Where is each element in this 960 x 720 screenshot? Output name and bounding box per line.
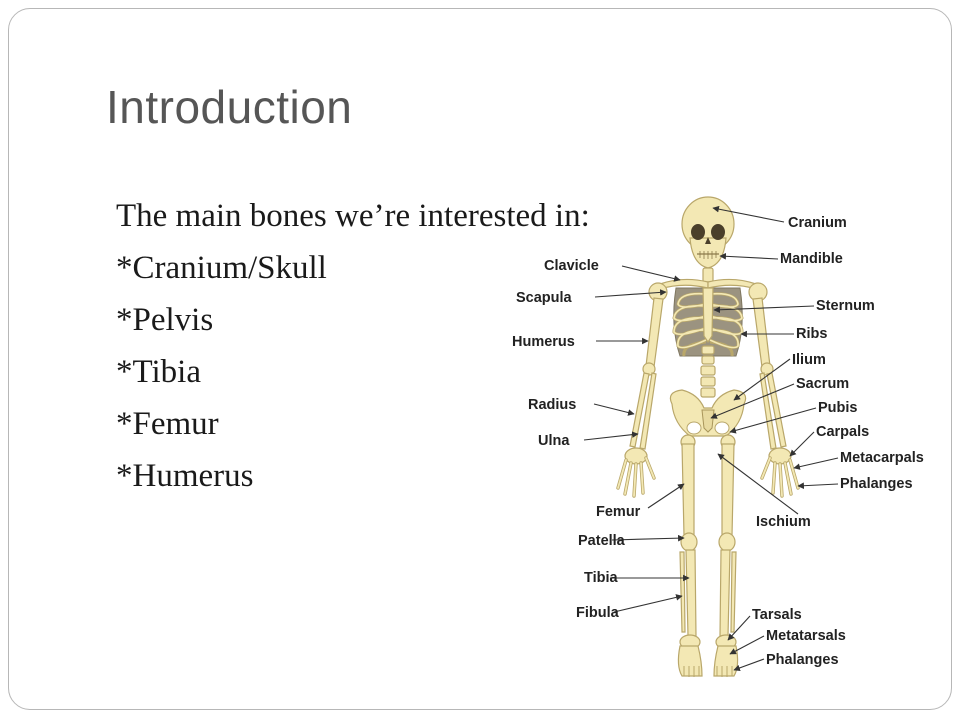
label-ribs: Ribs (796, 326, 827, 342)
bullet-pelvis: *Pelvis (116, 302, 214, 338)
image-edge (952, 200, 960, 678)
label-phalanges-hand: Phalanges (840, 476, 913, 492)
label-ilium: Ilium (792, 352, 826, 368)
label-femur: Femur (596, 504, 641, 520)
label-clavicle: Clavicle (544, 258, 599, 274)
skeleton-illustration (616, 196, 800, 677)
bullet-cranium: *Cranium/Skull (116, 250, 327, 286)
label-patella: Patella (578, 533, 626, 549)
label-fibula: Fibula (576, 605, 620, 621)
label-mandible: Mandible (780, 251, 843, 267)
label-tarsals: Tarsals (752, 607, 802, 623)
label-metacarpals: Metacarpals (840, 450, 924, 466)
label-sacrum: Sacrum (796, 376, 849, 392)
slide-title: Introduction (106, 81, 353, 133)
bullet-femur: *Femur (116, 406, 219, 442)
intro-line: The main bones we’re interested in: (116, 198, 590, 234)
label-carpals: Carpals (816, 424, 869, 440)
label-sternum: Sternum (816, 298, 875, 314)
label-radius: Radius (528, 397, 576, 413)
label-phalanges-foot: Phalanges (766, 652, 839, 668)
label-cranium: Cranium (788, 215, 847, 231)
label-pubis: Pubis (818, 400, 857, 416)
bone-labels: Cranium Mandible Clavicle Scapula Sternu… (512, 215, 924, 668)
label-ischium: Ischium (756, 514, 811, 530)
bullet-humerus: *Humerus (116, 458, 254, 494)
skeleton-diagram: Cranium Mandible Clavicle Scapula Sternu… (498, 196, 960, 686)
slide-frame (8, 8, 952, 710)
slide-body: The main bones we’re interested in: *Cra… (116, 190, 590, 502)
label-pointers (583, 205, 839, 672)
label-ulna: Ulna (538, 433, 570, 449)
label-scapula: Scapula (516, 290, 573, 306)
label-metatarsals: Metatarsals (766, 628, 846, 644)
label-tibia: Tibia (584, 570, 619, 586)
bullet-tibia: *Tibia (116, 354, 201, 390)
label-humerus: Humerus (512, 334, 575, 350)
